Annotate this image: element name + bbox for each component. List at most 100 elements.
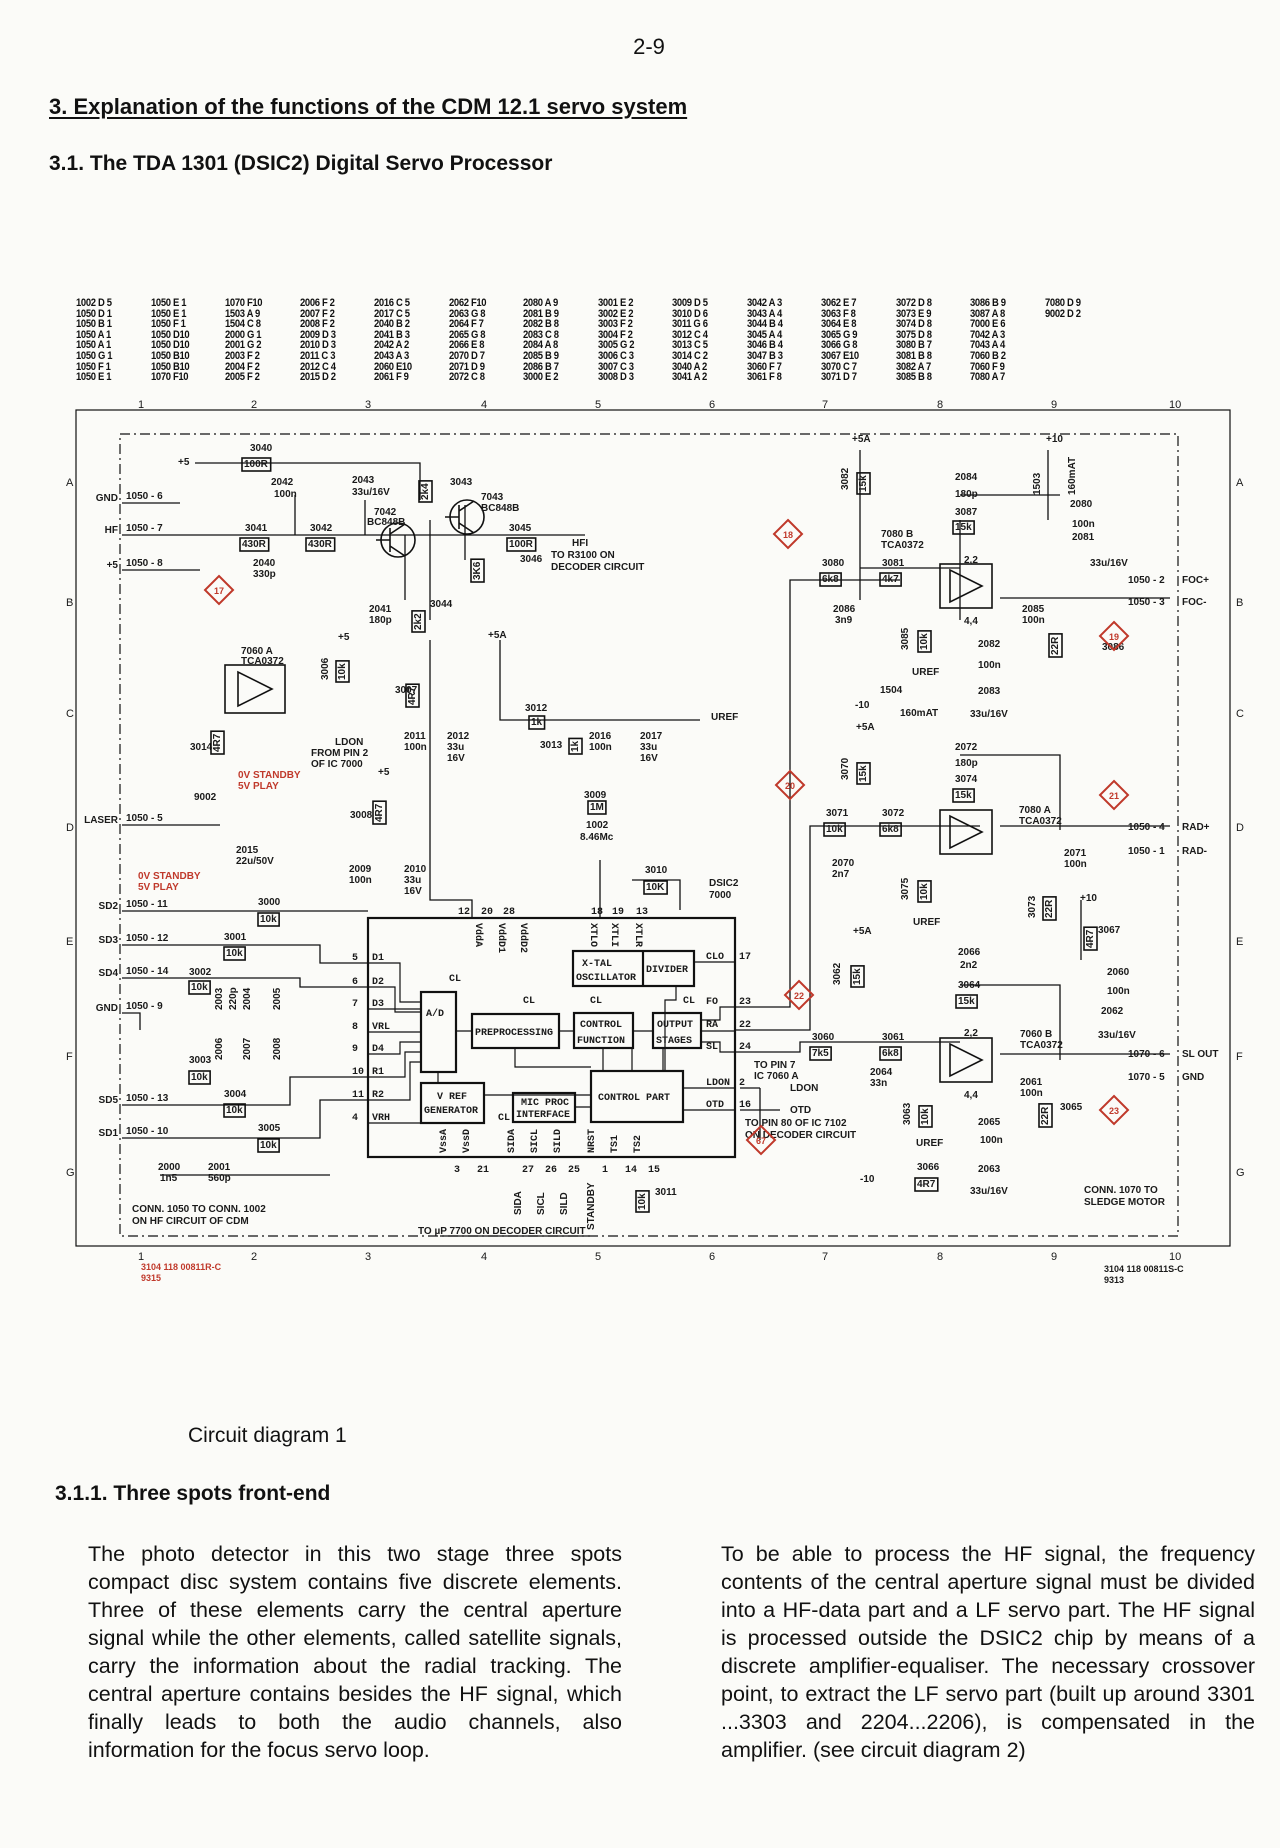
drawing-date: 9313 <box>1104 1275 1124 1285</box>
table-cell: 2041 B 3 <box>374 328 410 341</box>
table-cell: 3012 C 4 <box>672 328 708 341</box>
connector-signal-name: HF <box>105 525 118 536</box>
resistor-value-v3011: 10k <box>637 1193 648 1210</box>
component-label-r3043: 3043 <box>450 477 473 488</box>
grid-column-label: 8 <box>937 1251 943 1263</box>
table-cell: 3000 E 2 <box>523 371 559 384</box>
grid-row-label: E <box>1236 936 1243 948</box>
table-cell: 2008 F 2 <box>299 318 335 331</box>
component-label-stb3: 0V STANDBY <box>138 871 201 882</box>
section-heading-3-1-1: 3.1.1. Three spots front-end <box>55 1482 331 1505</box>
table-cell: 2070 D 7 <box>448 349 485 362</box>
component-label-uref2: UREF <box>912 667 939 678</box>
test-point-number: 21 <box>1109 791 1119 801</box>
paragraph-left: The photo detector in this two stage thr… <box>88 1542 622 1762</box>
table-cell: 3043 A 4 <box>746 307 782 320</box>
resistor-value-v3005: 10k <box>260 1140 277 1151</box>
resistor-body <box>411 610 426 633</box>
resistor-value-v3086: 22R <box>1050 636 1061 655</box>
grid-row-label: A <box>66 477 74 489</box>
resistor-body <box>418 480 433 503</box>
table-cell: 1050 D 1 <box>76 307 112 320</box>
table-cell: 3062 E 7 <box>821 297 857 309</box>
pin-number: 7 <box>352 999 358 1010</box>
test-point-marker <box>1098 1094 1130 1126</box>
resistor-value-v3072: 6k8 <box>882 824 899 835</box>
pin-name: OTD <box>706 1100 724 1111</box>
resistor-value-v3073: 22R <box>1044 899 1055 918</box>
table-cell: 2010 D 3 <box>299 339 336 352</box>
test-point-number: 19 <box>1109 632 1119 642</box>
pin-number: 14 <box>625 1165 637 1176</box>
table-cell: 2085 B 9 <box>523 349 559 362</box>
resistor-value-v3003: 10k <box>191 1072 208 1083</box>
table-cell: 2012 C 4 <box>299 360 336 373</box>
resistor-body <box>1042 896 1057 921</box>
component-label-op7080a_t: TCA0372 <box>1019 816 1062 827</box>
grid-row-label: D <box>1236 822 1244 834</box>
connector-pin: 1050 - 13 <box>126 1093 169 1104</box>
test-point-marker <box>745 1124 777 1156</box>
table-cell: 2072 C 8 <box>448 371 485 384</box>
table-cell: 3065 G 9 <box>821 328 858 341</box>
component-label-p10b: +10 <box>1080 893 1097 904</box>
grid-column-label: 4 <box>481 399 487 411</box>
table-cell: 1050 D10 <box>150 328 190 341</box>
resistor-body <box>188 980 211 995</box>
component-label-r3060: 3060 <box>812 1032 835 1043</box>
table-cell: 3006 C 3 <box>597 349 634 362</box>
component-label-topin7b: IC 7060 A <box>754 1071 799 1082</box>
svg-text:MIC PROC: MIC PROC <box>521 1098 569 1109</box>
component-label-v2085: 100n <box>1022 615 1045 626</box>
resistor-value-v2k4: 2k4 <box>420 483 431 500</box>
transistors <box>376 499 485 558</box>
grid-column-label: 9 <box>1051 399 1057 411</box>
table-cell: 2005 F 2 <box>225 371 260 384</box>
component-label-r3002: 3002 <box>189 967 212 978</box>
table-cell: 3081 B 8 <box>895 349 932 362</box>
component-label-p5a: +5 <box>178 457 190 468</box>
table-cell: 7060 F 9 <box>970 360 1005 373</box>
table-cell: 1050 D10 <box>150 339 190 352</box>
component-label-r3001: 3001 <box>224 932 247 943</box>
svg-text:CL: CL <box>683 996 695 1007</box>
pin-name: VssA <box>439 1129 450 1153</box>
pin-name: VddD2 <box>517 923 529 953</box>
grid-column-label: 4 <box>481 1251 487 1263</box>
svg-text:CONTROL: CONTROL <box>580 1020 622 1031</box>
component-label-r3014: 3014 <box>190 742 213 753</box>
component-label-vf1504: 160mAT <box>900 708 938 719</box>
table-cell: 1050 B10 <box>150 349 190 362</box>
pin-number: 13 <box>636 907 648 918</box>
resistor-body <box>823 822 846 837</box>
component-label-op7060b: 7060 B <box>1020 1029 1052 1040</box>
component-label-c2001: 2001 <box>208 1162 231 1173</box>
resistor-value-v3066: 4R7 <box>917 1179 936 1190</box>
component-label-r3040: 3040 <box>250 443 273 454</box>
resistor-body <box>1038 1103 1053 1128</box>
pin-name: VddA <box>472 923 484 947</box>
connector-pin: 1050 - 6 <box>126 491 163 502</box>
component-label-m10b: -10 <box>860 1174 875 1185</box>
resistor-value-v3004: 10k <box>226 1105 243 1116</box>
table-cell: 2001 G 2 <box>225 339 262 352</box>
pin-name: SL <box>706 1042 718 1053</box>
table-cell: 3085 B 8 <box>895 371 932 384</box>
component-label-v2063: 33u/16V <box>970 1186 1008 1197</box>
component-label-v2011: 100n <box>404 742 427 753</box>
test-point-number: 23 <box>1109 1106 1119 1116</box>
resistor-value-v3041: 430R <box>242 539 267 550</box>
resistor-body <box>223 946 246 961</box>
grid-column-label: 6 <box>709 1251 715 1263</box>
component-label-r3064: 3064 <box>958 980 981 991</box>
table-cell: 3073 E 9 <box>895 307 931 320</box>
resistor-value-v3010: 10K <box>646 882 665 893</box>
resistor-value-v2k2: 2k2 <box>413 613 424 630</box>
component-label-r3061: 3061 <box>882 1032 905 1043</box>
table-cell: 2061 F 9 <box>374 371 409 384</box>
